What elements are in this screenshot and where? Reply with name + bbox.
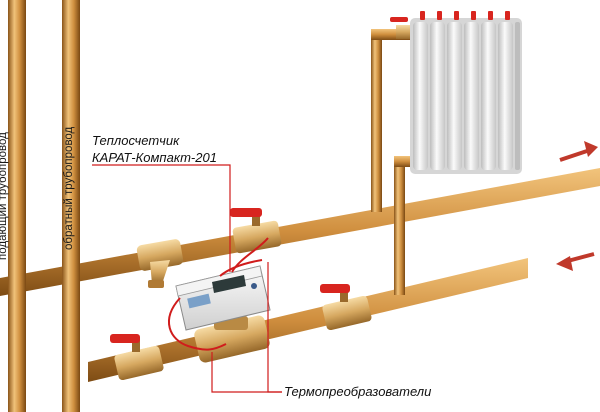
strainer-filter: [136, 239, 184, 288]
supply-riser-pipe: [8, 0, 26, 412]
meter-label-sticker: [187, 293, 211, 309]
radiator-return-elbow: [394, 156, 420, 167]
radiator-supply-riser: [371, 34, 382, 212]
meter-button: [251, 283, 257, 289]
return-inlet-ball-valve: [110, 334, 164, 381]
arrow-left-icon: [556, 252, 595, 271]
radiator-supply-top: [371, 29, 413, 40]
return-ball-valve: [320, 284, 372, 331]
radiator-valve-handle: [390, 17, 410, 39]
sensor-cables: [168, 237, 269, 351]
supply-pipe-label: подающий трубопровод: [0, 132, 9, 260]
return-riser-pipe: [62, 0, 80, 412]
meter-display: [212, 275, 246, 293]
return-pipe-label: обратный трубопровод: [63, 126, 75, 250]
radiator: [410, 18, 522, 174]
heat-meter-unit: [175, 265, 271, 331]
heat-meter-label-line1: Теплосчетчик: [92, 133, 180, 148]
sensors-label: Термопреобразователи: [284, 384, 431, 399]
arrow-right-icon: [559, 141, 598, 162]
radiator-return-riser: [394, 160, 405, 295]
heat-meter-label-line2: КАРАТ-Компакт-201: [92, 150, 217, 165]
supply-ball-valve: [230, 208, 282, 254]
radiator-air-vents: [420, 11, 510, 20]
callout-lines: [92, 164, 282, 393]
